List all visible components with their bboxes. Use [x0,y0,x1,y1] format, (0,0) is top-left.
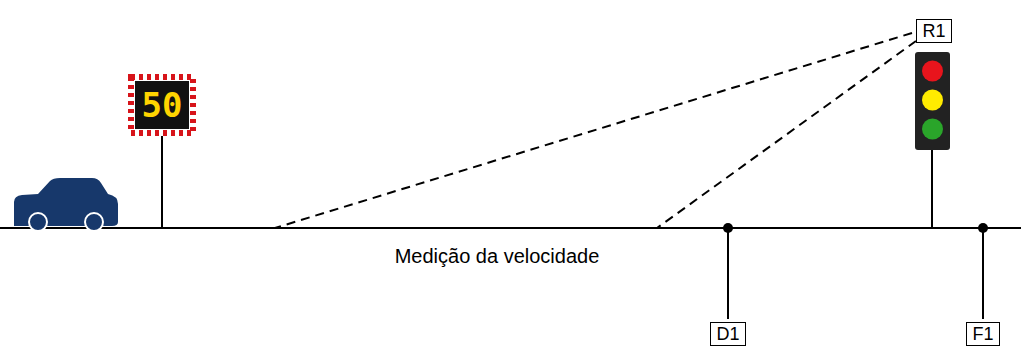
sensor-label: R1 [922,22,945,40]
traffic-light [915,52,950,150]
caption-label: Medição da velocidade [395,244,600,268]
road-line [0,227,1021,229]
sensor-box: R1 [916,19,952,43]
sensor-box: F1 [966,322,1000,346]
speed-limit-text: 50 [142,88,183,122]
sensor-label: D1 [716,325,739,343]
sensor-label: F1 [972,325,993,343]
sensor-dot [723,223,733,233]
sign-post [161,136,163,228]
light-pole [931,150,933,228]
detection-line [275,33,912,228]
sensor-dot [978,223,988,233]
detection-line [657,41,916,228]
car-icon [14,178,118,231]
sensor-leader [982,228,984,319]
sensor-leader [727,228,729,319]
sensor-box: D1 [710,322,746,346]
speed-sign: 50 [128,74,196,136]
